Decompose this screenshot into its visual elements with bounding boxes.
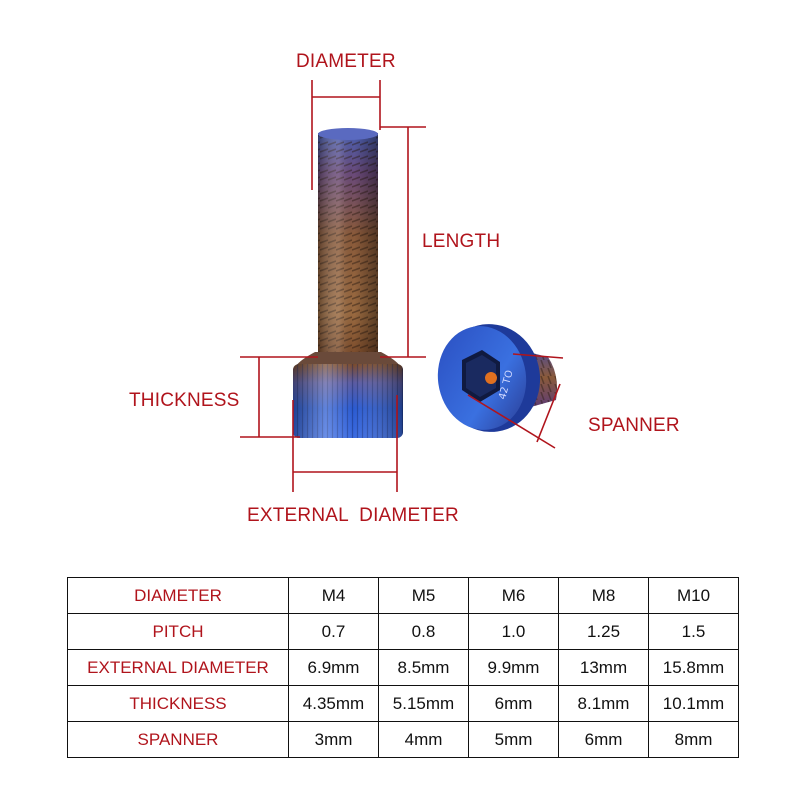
row-header: SPANNER — [67, 721, 289, 758]
table-cell: M10 — [648, 577, 739, 614]
table-cell: 10.1mm — [648, 685, 739, 722]
table-cell: M8 — [558, 577, 649, 614]
thickness-label: THICKNESS — [129, 390, 240, 411]
table-row: THICKNESS 4.35mm 5.15mm 6mm 8.1mm 10.1mm — [67, 685, 739, 722]
table-cell: M4 — [288, 577, 379, 614]
table-cell: 9.9mm — [468, 649, 559, 686]
table-cell: 1.0 — [468, 613, 559, 650]
table-cell: 5mm — [468, 721, 559, 758]
row-header: DIAMETER — [67, 577, 289, 614]
table-row: DIAMETER M4 M5 M6 M8 M10 — [67, 577, 739, 614]
table-cell: 13mm — [558, 649, 649, 686]
table-cell: 1.5 — [648, 613, 739, 650]
table-cell: 15.8mm — [648, 649, 739, 686]
table-cell: 6mm — [468, 685, 559, 722]
table-cell: M6 — [468, 577, 559, 614]
table-cell: 0.8 — [378, 613, 469, 650]
bolt-illustration: 42 TO — [240, 80, 564, 492]
row-header: THICKNESS — [67, 685, 289, 722]
table-row: EXTERNAL DIAMETER 6.9mm 8.5mm 9.9mm 13mm… — [67, 649, 739, 686]
side-bolt-image — [293, 128, 403, 438]
table-cell: 3mm — [288, 721, 379, 758]
head-bolt-image: 42 TO — [437, 324, 557, 432]
bolt-diagram: 42 TO DIAMETER LENGTH THICKNE — [129, 51, 680, 526]
table-cell: M5 — [378, 577, 469, 614]
table-cell: 8mm — [648, 721, 739, 758]
row-header: EXTERNAL DIAMETER — [67, 649, 289, 686]
spanner-label: SPANNER — [588, 415, 680, 436]
table-row: SPANNER 3mm 4mm 5mm 6mm 8mm — [67, 721, 739, 758]
table-cell: 4.35mm — [288, 685, 379, 722]
table-cell: 4mm — [378, 721, 469, 758]
table-cell: 6.9mm — [288, 649, 379, 686]
table-row: PITCH 0.7 0.8 1.0 1.25 1.5 — [67, 613, 739, 650]
table-cell: 8.5mm — [378, 649, 469, 686]
row-header: PITCH — [67, 613, 289, 650]
table-cell: 0.7 — [288, 613, 379, 650]
spec-table: DIAMETER M4 M5 M6 M8 M10 PITCH 0.7 0.8 1… — [67, 577, 739, 758]
diameter-label: DIAMETER — [296, 51, 396, 72]
length-label: LENGTH — [422, 231, 501, 252]
table-cell: 6mm — [558, 721, 649, 758]
table-cell: 5.15mm — [378, 685, 469, 722]
table-cell: 1.25 — [558, 613, 649, 650]
table-cell: 8.1mm — [558, 685, 649, 722]
dimension-lines — [240, 80, 564, 492]
external-diameter-label: EXTERNAL DIAMETER — [247, 505, 459, 526]
